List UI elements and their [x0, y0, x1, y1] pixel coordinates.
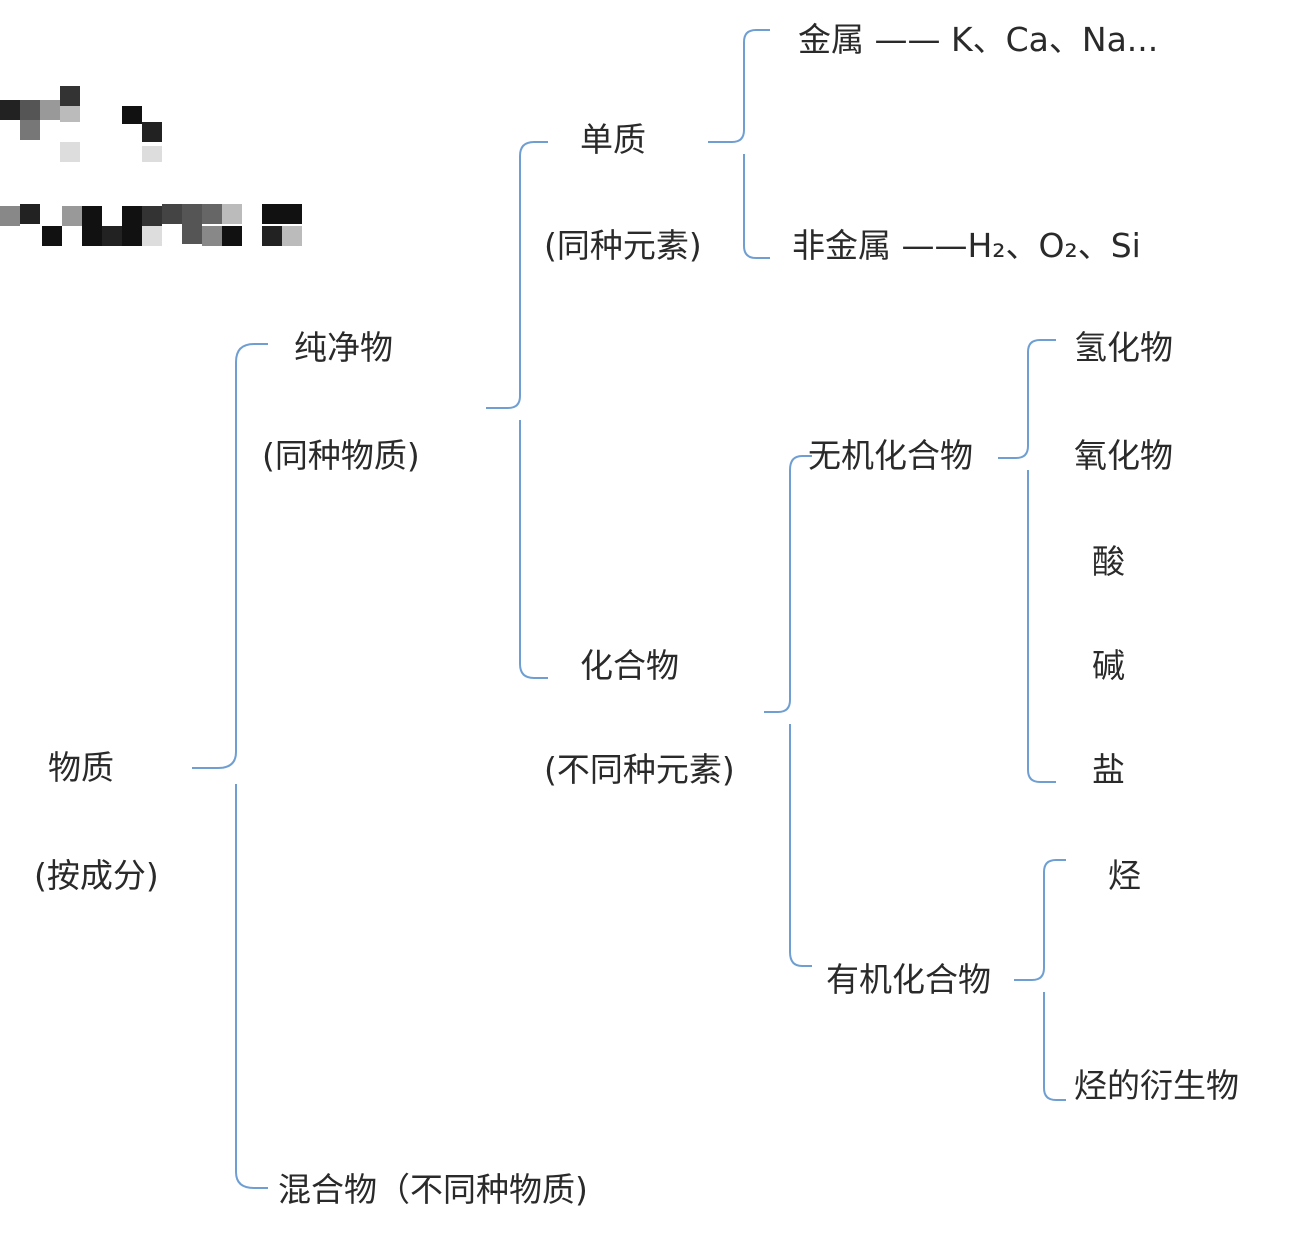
bracket-element: [708, 29, 770, 259]
node-pure-label: 纯净物: [294, 328, 393, 367]
node-mixture-label: 混合物（不同种物质): [278, 1170, 588, 1209]
node-acid: 酸: [1092, 542, 1125, 581]
bracket-organic: [1014, 859, 1066, 1101]
node-compound-label: 化合物: [580, 646, 679, 685]
node-pure-note: (同种物质): [262, 436, 420, 475]
node-organic-label: 有机化合物: [826, 960, 991, 999]
node-nonmetal-label: 非金属 ——H₂、O₂、Si: [792, 226, 1141, 265]
node-oxide: 氧化物: [1074, 436, 1173, 475]
redacted-pixel-block: [0, 86, 302, 246]
node-root-label: 物质: [48, 748, 114, 787]
bracket-pure: [486, 141, 548, 679]
bracket-inorganic: [998, 339, 1056, 783]
node-hydrocarbon: 烃: [1108, 856, 1141, 895]
node-metal-label: 金属 —— K、Ca、Na...: [798, 20, 1159, 59]
node-base: 碱: [1092, 646, 1125, 685]
node-inorganic-label: 无机化合物: [808, 436, 973, 475]
node-element-note: (同种元素): [544, 226, 702, 265]
node-salt: 盐: [1092, 750, 1125, 789]
bracket-compound: [764, 455, 812, 967]
node-hydrocarbon-derivative: 烃的衍生物: [1074, 1066, 1239, 1105]
node-hydride: 氢化物: [1074, 328, 1173, 367]
bracket-root: [192, 343, 268, 1189]
node-root-note: (按成分): [34, 856, 159, 895]
node-element-label: 单质: [580, 120, 646, 159]
node-compound-note: (不同种元素): [544, 750, 735, 789]
